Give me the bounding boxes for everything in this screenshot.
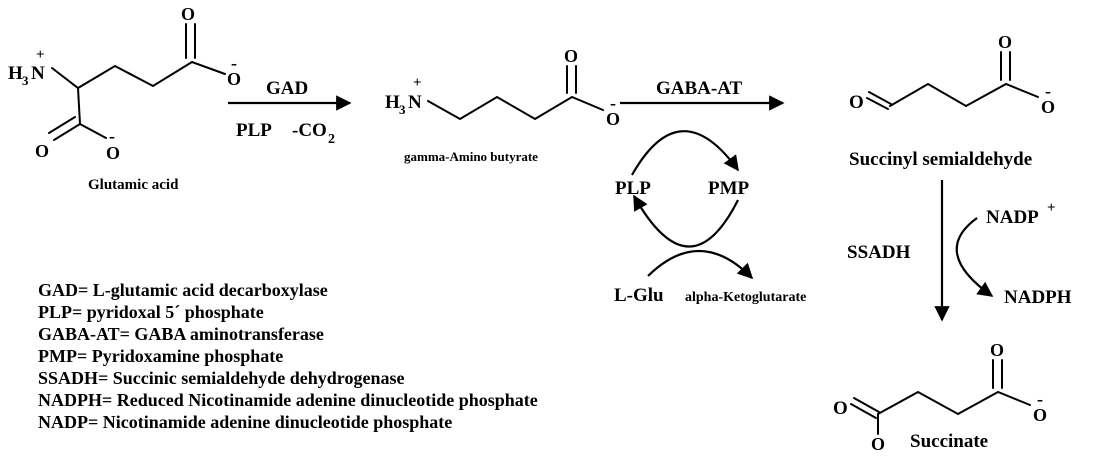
- succinate-structure: O O O O - Succinate: [833, 340, 1047, 454]
- gaba-carbonyl-o: O: [564, 46, 578, 66]
- alpha-carboxylate-o: O: [106, 143, 120, 163]
- gaba-label: gamma-Amino butyrate: [404, 149, 538, 164]
- succinate-label: Succinate: [910, 431, 988, 452]
- succinate-left-carbonyl-o: O: [833, 398, 848, 419]
- co2-label: -CO: [292, 120, 327, 141]
- ssa-backbone-bond: [889, 82, 1039, 108]
- gaba-at-reaction: GABA-AT PLP PMP L-Glu alpha-Ketoglutarat…: [614, 78, 806, 306]
- legend-pmp: PMP= Pyridoxamine phosphate: [38, 346, 283, 366]
- co2-subscript: 2: [328, 132, 335, 147]
- ssa-carboxylate-charge: -: [1045, 81, 1051, 101]
- glutamate-carboxylate-o: O: [227, 69, 241, 89]
- succinyl-semialdehyde-label: Succinyl semialdehyde: [849, 149, 1032, 170]
- legend-nadp: NADP= Nicotinamide adenine dinucleotide …: [38, 412, 452, 432]
- succinate-right-carbonyl-bond: [992, 359, 1003, 389]
- gad-reaction: GAD PLP -CO 2: [228, 78, 352, 147]
- legend-ssadh: SSADH= Succinic semialdehyde dehydrogena…: [38, 368, 404, 388]
- gaba-backbone-bond: [427, 95, 604, 121]
- ssadh-reaction: SSADH NADP + NADPH: [847, 180, 1072, 322]
- gaba-carboxylate-o: O: [606, 109, 620, 129]
- gaba-amine-charge: +: [413, 75, 422, 91]
- glutamate-carbonyl-o: O: [181, 4, 195, 24]
- legend-plp: PLP= pyridoxal 5´ phosphate: [38, 302, 264, 322]
- succinate-carboxylate-charge: -: [1037, 389, 1043, 409]
- alpha-carboxylate-charge: -: [109, 126, 115, 146]
- ssa-carboxylate-o: O: [1041, 97, 1055, 117]
- succinate-backbone-bond: [877, 390, 1031, 416]
- gad-enzyme-label: GAD: [266, 78, 308, 99]
- alpha-carboxyl-bond: [77, 87, 107, 139]
- nadph-label: NADPH: [1004, 287, 1072, 308]
- amine-charge: +: [36, 47, 45, 63]
- glutamate-carbonyl-bond: [185, 23, 196, 59]
- legend-gad: GAD= L-glutamic acid decarboxylase: [38, 280, 328, 300]
- gad-plp-label: PLP: [236, 120, 272, 141]
- l-glu-label: L-Glu: [614, 285, 664, 306]
- cycle-pmp-label: PMP: [708, 178, 750, 199]
- ssa-aldehyde-bond: [866, 91, 892, 110]
- amine-subscript: 3: [22, 73, 29, 88]
- cycle-plp-label: PLP: [615, 178, 651, 199]
- abbreviation-legend: GAD= L-glutamic acid decarboxylase PLP= …: [38, 280, 538, 432]
- amine-n: N: [31, 63, 45, 84]
- succinate-left-carbonyl-bond: [850, 397, 880, 419]
- glutamate-backbone-bond: [51, 60, 226, 90]
- ssadh-enzyme-label: SSADH: [847, 242, 911, 263]
- glutamate-carboxylate-charge: -: [231, 53, 237, 73]
- gaba-carbonyl-bond: [566, 65, 577, 94]
- legend-gaba-at: GABA-AT= GABA aminotransferase: [38, 324, 324, 344]
- succinyl-semialdehyde-structure: O O O - Succinyl semialdehyde: [849, 32, 1055, 170]
- glutamic-acid-structure: H 3 N + O O - O O - Glutamic acid: [8, 4, 241, 193]
- gaba-amine-n: N: [408, 92, 422, 113]
- legend-nadph: NADPH= Reduced Nicotinamide adenine dinu…: [38, 390, 538, 410]
- alpha-carbonyl-o: O: [35, 141, 49, 161]
- succinate-right-carbonyl-o: O: [990, 340, 1004, 360]
- succinate-carboxylate-o: O: [1033, 405, 1047, 425]
- ssa-aldehyde-o: O: [849, 92, 864, 113]
- succinate-left-o: O: [871, 434, 885, 454]
- gaba-at-enzyme-label: GABA-AT: [656, 78, 743, 99]
- gaba-carboxylate-charge: -: [610, 93, 616, 113]
- pmp-to-plp-arc: [633, 194, 739, 248]
- ssa-carbonyl-o: O: [998, 32, 1012, 52]
- nadp-to-nadph-arc: [955, 217, 994, 297]
- alpha-ketoglutarate-label: alpha-Ketoglutarate: [685, 290, 806, 305]
- lglu-to-akg-arc: [647, 249, 754, 280]
- ssa-carbonyl-bond: [1000, 51, 1011, 81]
- gaba-structure: H 3 N + O O - gamma-Amino butyrate: [385, 46, 620, 164]
- nadp-charge: +: [1047, 200, 1056, 216]
- plp-to-pmp-arc: [631, 130, 739, 176]
- alpha-carbonyl-bond: [48, 116, 81, 141]
- nadp-label: NADP: [986, 207, 1039, 228]
- glutamic-acid-label: Glutamic acid: [88, 177, 179, 193]
- amine-h: H: [8, 63, 23, 84]
- gaba-amine-h: H: [385, 92, 400, 113]
- gaba-amine-subscript: 3: [399, 102, 406, 117]
